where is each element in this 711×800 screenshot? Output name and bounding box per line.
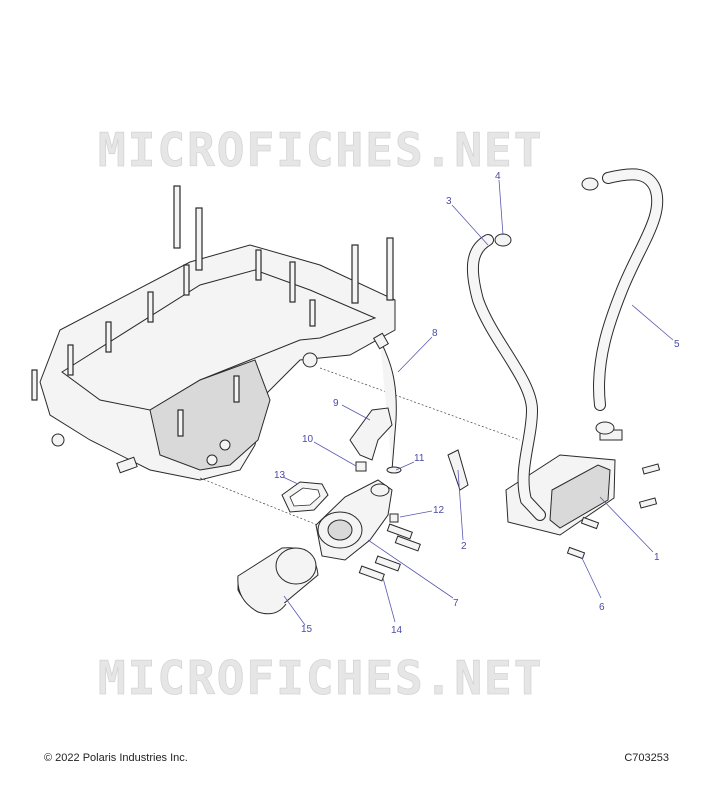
cooler-bolts	[566, 463, 661, 560]
callout-8: 8	[432, 328, 438, 339]
leader-lines	[282, 179, 674, 626]
callout-3: 3	[446, 196, 452, 207]
oil-pan	[31, 185, 396, 481]
alignment-line-filter	[199, 477, 331, 531]
bolt-a	[386, 523, 413, 540]
bolt-12	[389, 513, 399, 523]
dipstick-handle	[372, 332, 390, 350]
callout-10: 10	[302, 434, 314, 445]
bolt-10	[355, 461, 367, 472]
hose-5	[594, 169, 663, 410]
bolts	[358, 513, 421, 582]
callout-11: 11	[414, 453, 425, 464]
watermark-top: MICROFICHES.NET	[98, 123, 543, 177]
callout-15: 15	[301, 624, 313, 635]
callout-5: 5	[674, 339, 680, 350]
copyright-text: © 2022 Polaris Industries Inc.	[44, 752, 188, 764]
watermark-bottom: MICROFICHES.NET	[98, 651, 543, 705]
callout-7: 7	[453, 598, 459, 609]
diagram-code: C703253	[624, 752, 669, 764]
hose-5-fitting	[595, 421, 615, 435]
oil-filter	[237, 547, 319, 615]
hose-5-outline	[593, 168, 664, 411]
hose-5-clamp	[581, 177, 599, 191]
alignment-line-cooler	[319, 367, 521, 441]
bolt-14	[358, 565, 385, 582]
callout-2: 2	[461, 541, 467, 552]
callout-9: 9	[333, 398, 339, 409]
callout-6: 6	[599, 602, 605, 613]
dipstick-tube	[379, 339, 397, 471]
filter-adapter	[315, 479, 393, 561]
hose-3	[467, 235, 545, 520]
hose-3-outline	[466, 234, 546, 521]
callout-4: 4	[495, 171, 501, 182]
o-ring-11	[386, 466, 402, 474]
callouts: 1 2 3 4 5 6 7 8 9 10 11 12 13 14 15	[274, 171, 680, 636]
bolt-b	[394, 535, 421, 552]
clamp-4	[494, 233, 512, 247]
callout-12: 12	[433, 505, 445, 516]
bolt-c	[374, 555, 401, 572]
bracket	[349, 407, 393, 461]
callout-1: 1	[654, 552, 660, 563]
callout-13: 13	[274, 470, 286, 481]
callout-14: 14	[391, 625, 403, 636]
